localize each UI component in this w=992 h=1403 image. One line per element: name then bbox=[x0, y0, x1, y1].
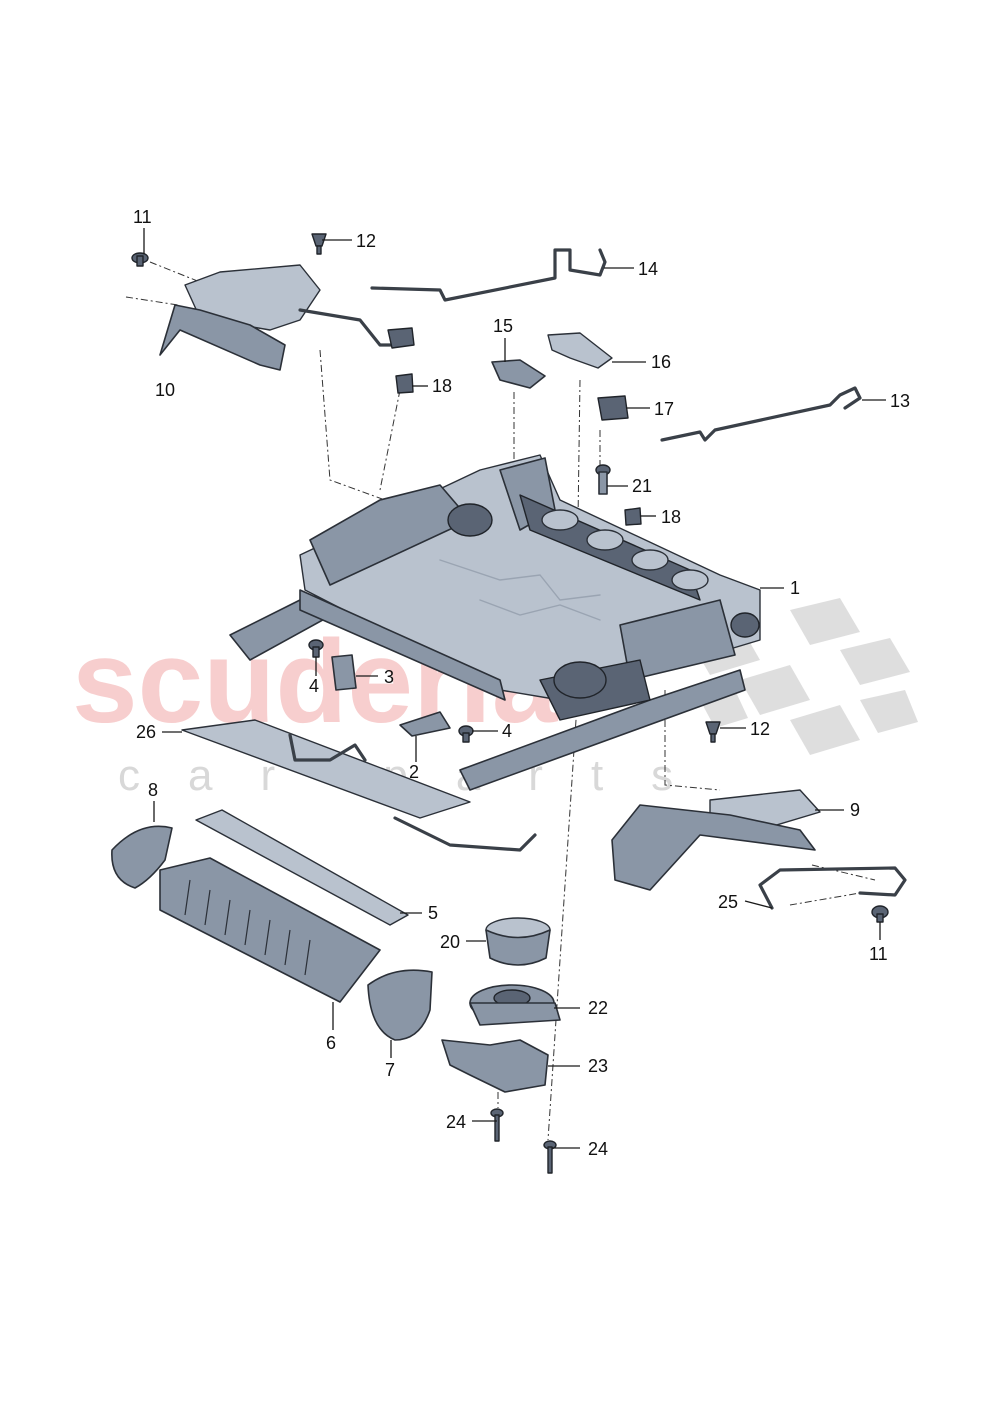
callout-26: 26 bbox=[136, 722, 156, 742]
leader-lines bbox=[143, 228, 886, 1149]
callout-25: 25 bbox=[718, 892, 738, 912]
trim-panel-6 bbox=[159, 857, 381, 1003]
seat-side-trim-left bbox=[159, 264, 415, 371]
callout-5: 5 bbox=[428, 903, 438, 923]
clip-12-top bbox=[311, 233, 327, 255]
part-15 bbox=[491, 359, 546, 389]
clip-18-upper bbox=[395, 373, 414, 394]
callout-22: 22 bbox=[588, 998, 608, 1018]
cover-7 bbox=[367, 969, 433, 1041]
callout-4-left: 4 bbox=[309, 676, 319, 696]
callout-1: 1 bbox=[790, 578, 800, 598]
callout-20: 20 bbox=[440, 932, 460, 952]
seat-frame bbox=[229, 454, 761, 791]
bolt-21 bbox=[595, 464, 611, 495]
bowden-cable-14 bbox=[370, 248, 607, 302]
motor-22 bbox=[469, 984, 561, 1026]
callout-18-right: 18 bbox=[661, 507, 681, 527]
checkered-flag-icon bbox=[690, 598, 918, 755]
ring-20 bbox=[485, 917, 551, 966]
seat-side-trim-right bbox=[611, 789, 821, 891]
callout-7: 7 bbox=[385, 1060, 395, 1080]
callout-12-top: 12 bbox=[356, 231, 376, 251]
clip-12-right bbox=[705, 721, 721, 743]
callout-13: 13 bbox=[890, 391, 910, 411]
cover-8 bbox=[111, 825, 173, 889]
screw-11-top bbox=[131, 252, 149, 267]
bowden-cable-13 bbox=[660, 386, 862, 442]
callout-24-left: 24 bbox=[446, 1112, 466, 1132]
callout-18-upper: 18 bbox=[432, 376, 452, 396]
callout-3: 3 bbox=[384, 667, 394, 687]
callout-12-right: 12 bbox=[750, 719, 770, 739]
callout-23: 23 bbox=[588, 1056, 608, 1076]
bracket-3 bbox=[331, 654, 357, 691]
callout-8: 8 bbox=[148, 780, 158, 800]
callout-10: 10 bbox=[155, 380, 175, 400]
callout-4-right: 4 bbox=[502, 721, 512, 741]
callout-9: 9 bbox=[850, 800, 860, 820]
callout-2: 2 bbox=[409, 762, 419, 782]
screw-24-right bbox=[543, 1140, 557, 1174]
callout-17: 17 bbox=[654, 399, 674, 419]
callout-21: 21 bbox=[632, 476, 652, 496]
screw-4-left bbox=[308, 639, 324, 658]
screw-24-left bbox=[490, 1108, 504, 1142]
screw-11-bottom bbox=[871, 905, 889, 923]
screw-4-right bbox=[458, 725, 474, 743]
bracket-2 bbox=[399, 711, 451, 737]
callout-14: 14 bbox=[638, 259, 658, 279]
cable-25 bbox=[758, 866, 907, 910]
callout-15: 15 bbox=[493, 316, 513, 336]
cover-5 bbox=[195, 809, 409, 926]
callout-16: 16 bbox=[651, 352, 671, 372]
part-17 bbox=[597, 395, 629, 421]
bracket-23 bbox=[441, 1039, 549, 1093]
callout-6: 6 bbox=[326, 1033, 336, 1053]
front-trim-26 bbox=[181, 719, 537, 852]
seat-frame-tubes bbox=[447, 503, 760, 699]
part-16 bbox=[547, 332, 613, 369]
callout-24-right: 24 bbox=[588, 1139, 608, 1159]
callout-labels: 11 12 14 10 15 16 18 17 13 21 18 1 4 3 4… bbox=[133, 207, 910, 1159]
clip-18-right bbox=[624, 507, 642, 526]
callout-11-bottom: 11 bbox=[869, 944, 888, 964]
callout-11-top: 11 bbox=[133, 207, 152, 227]
